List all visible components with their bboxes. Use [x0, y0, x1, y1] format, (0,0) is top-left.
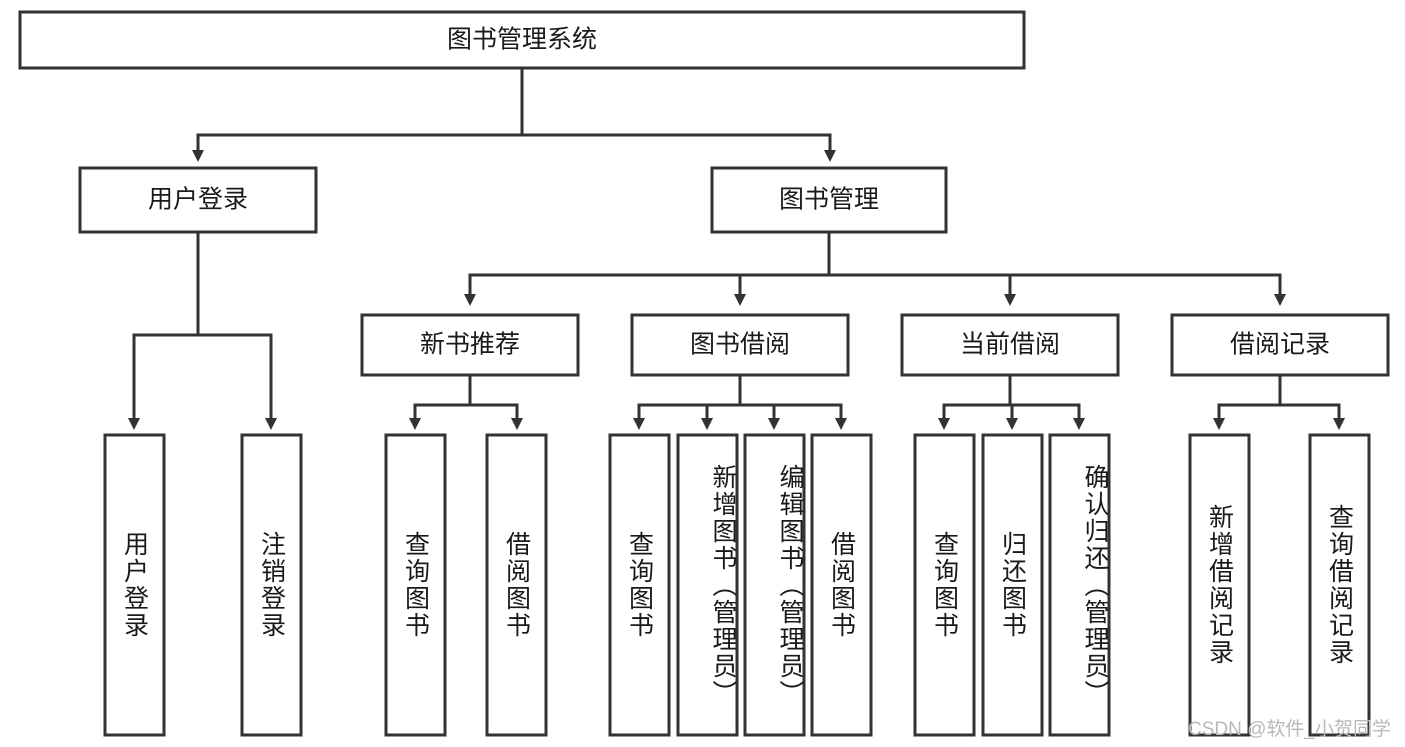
node-borrow-record-label: 借阅记录	[1230, 331, 1330, 359]
connector-new-book-recommend-to-leaves	[409, 373, 523, 430]
connector-current-borrow-to-leaves	[938, 373, 1085, 430]
leaf-box-add-record[interactable]	[1188, 433, 1251, 737]
root-node[interactable]: 图书管理系统	[18, 10, 1026, 70]
connector-borrow-record-to-leaves	[1213, 373, 1345, 430]
node-borrow-record[interactable]: 借阅记录	[1170, 313, 1390, 377]
root-node-label: 图书管理系统	[447, 26, 597, 54]
connector-book-manage-to-level3	[464, 230, 1286, 306]
node-current-borrow-box	[900, 313, 1120, 377]
node-current-borrow-label: 当前借阅	[960, 331, 1060, 359]
node-user-login-box	[78, 166, 318, 234]
leaf-box-borrow-book-2[interactable]	[810, 433, 873, 737]
leaf-box-query-book-3[interactable]	[913, 433, 976, 737]
node-book-manage-label: 图书管理	[779, 186, 879, 214]
connector-root-to-level2	[192, 66, 836, 162]
node-book-borrow[interactable]: 图书借阅	[630, 313, 850, 377]
leaf-box-user-login[interactable]	[103, 433, 166, 737]
node-new-book-recommend[interactable]: 新书推荐	[360, 313, 580, 377]
node-book-manage[interactable]: 图书管理	[710, 166, 948, 234]
leaf-box-add-book[interactable]	[676, 433, 739, 737]
node-user-login[interactable]: 用户登录	[78, 166, 318, 234]
leaf-box-user-logout[interactable]	[240, 433, 303, 737]
node-new-book-recommend-box	[360, 313, 580, 377]
node-user-login-label: 用户登录	[148, 186, 248, 214]
connector-user-login-to-leaves	[128, 230, 277, 430]
node-book-borrow-label: 图书借阅	[690, 331, 790, 359]
node-current-borrow[interactable]: 当前借阅	[900, 313, 1120, 377]
connector-book-borrow-to-leaves	[633, 373, 847, 430]
leaf-box-query-record[interactable]	[1308, 433, 1371, 737]
root-node-box	[18, 10, 1026, 70]
csdn-watermark: CSDN @软件_小贺同学	[1188, 719, 1391, 740]
leaf-box-return-book[interactable]	[981, 433, 1044, 737]
leaf-box-borrow-book-1[interactable]	[485, 433, 548, 737]
leaf-box-confirm-return[interactable]	[1048, 433, 1111, 737]
leaf-box-query-book-2[interactable]	[608, 433, 671, 737]
leaf-boxes	[103, 433, 1371, 737]
leaf-box-edit-book[interactable]	[743, 433, 806, 737]
leaf-box-query-book-1[interactable]	[384, 433, 447, 737]
node-new-book-recommend-label: 新书推荐	[420, 331, 520, 359]
